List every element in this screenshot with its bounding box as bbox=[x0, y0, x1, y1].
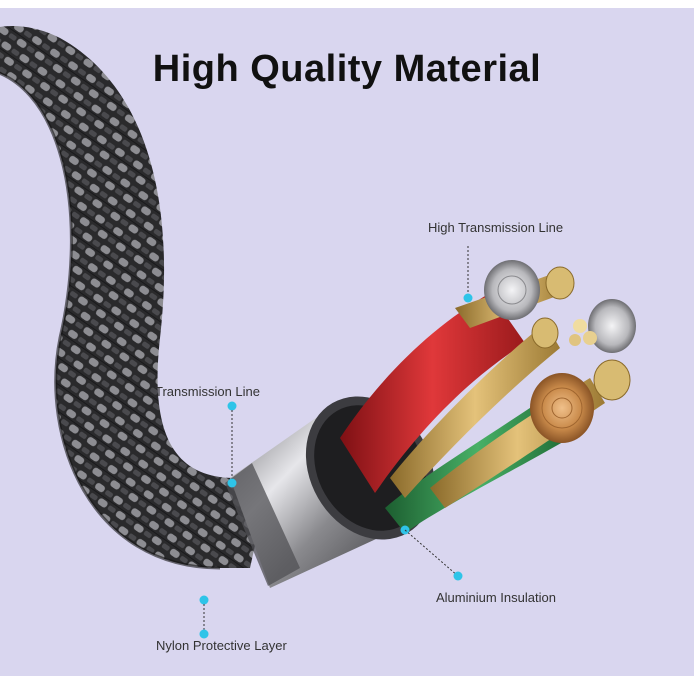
red-wire bbox=[340, 293, 525, 493]
gold-wire-1 bbox=[390, 323, 560, 498]
braided-cable bbox=[0, 26, 270, 568]
background-panel: High Quality Material High Transmission … bbox=[0, 8, 694, 676]
callout-high-transmission bbox=[463, 246, 473, 303]
silver-strand-end bbox=[484, 260, 540, 320]
label-transmission-line: Transmission Line bbox=[155, 384, 261, 399]
label-high-transmission-line: High Transmission Line bbox=[428, 220, 564, 235]
silver-strand-end-2 bbox=[588, 299, 636, 353]
label-nylon-protective-layer: Nylon Protective Layer bbox=[156, 638, 287, 653]
copper-strand-end bbox=[530, 373, 594, 443]
callout-transmission-line bbox=[227, 401, 237, 488]
cable-illustration bbox=[0, 26, 636, 639]
page-title: High Quality Material bbox=[152, 48, 542, 90]
callout-aluminium-insulation bbox=[400, 525, 463, 581]
label-aluminium-insulation: Aluminium Insulation bbox=[436, 590, 556, 605]
callout-nylon-layer bbox=[199, 595, 209, 639]
